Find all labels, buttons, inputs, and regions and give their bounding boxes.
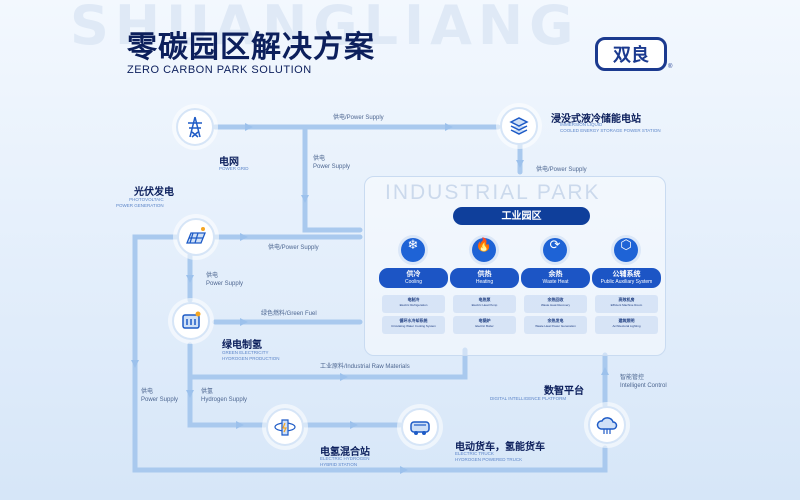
registered-mark: ®: [668, 64, 673, 70]
sub-en: Electric Heat Pump: [471, 303, 498, 307]
flow-label-grid-down: 供电 Power Supply: [313, 156, 351, 170]
solar-panel-icon: [186, 227, 206, 244]
category-en: Waste Heat: [542, 279, 569, 285]
flow-label-green-fuel: 绿色燃料/Green Fuel: [261, 311, 317, 317]
sub-en: Efficient Machine Room: [610, 303, 643, 307]
flame-icon: 🔥: [472, 238, 496, 262]
node-photovoltaic: [177, 218, 215, 256]
sub-cn: 电制冷: [407, 297, 420, 302]
cloud-chip-icon: [596, 417, 618, 434]
sub-cn: 电锅炉: [478, 318, 491, 323]
cube-icon: ⬡: [614, 238, 638, 262]
category-en: Public Auxiliary System: [600, 279, 653, 285]
sub-cn: 高效机房: [618, 297, 635, 302]
flow-label-top: 供电/Power Supply: [333, 115, 384, 121]
flow-label-pv-down: 供电 Power Supply: [206, 273, 244, 287]
category-cn: 公辅系统: [612, 270, 641, 278]
sub-en: Waste Heat Power Generation: [535, 324, 576, 328]
station-label: 电氢混合站: [320, 447, 370, 458]
digital-label: 数智平台: [544, 386, 584, 397]
grid-label-en: POWER GRID: [219, 166, 249, 171]
flow-label-raw: 工业原料/Industrial Raw Materials: [320, 364, 410, 370]
pv-label-en: PHOTOVOLTAIC POWER GENERATION: [116, 197, 164, 208]
category-cn: 供热: [477, 270, 492, 278]
truck-icon: [410, 421, 430, 435]
node-power-grid: [176, 108, 214, 146]
sub-en: Electric Boiler: [475, 324, 494, 328]
node-trucks: [401, 408, 439, 446]
park-title-badge: 工业园区: [453, 207, 590, 225]
pv-label: 光伏发电: [134, 187, 174, 198]
hybrid-station-icon: [274, 419, 296, 436]
brand-logo: 双良: [595, 37, 667, 71]
node-digital-platform: [588, 406, 626, 444]
node-hybrid-station: [266, 408, 304, 446]
hydrogen-label-en: GREEN ELECTRICITY HYDROGEN PRODUCTION: [222, 350, 280, 361]
flow-grid-park: [302, 124, 363, 233]
category-cn: 余热: [548, 270, 563, 278]
category-en: Cooling: [405, 279, 422, 285]
battery-stack-icon: [509, 117, 529, 135]
brand-watermark: SHUANGLIANG: [70, 0, 580, 57]
flow-label-hydrogen: 供氢 Hydrogen Supply: [201, 389, 248, 403]
page-subtitle: ZERO CARBON PARK SOLUTION: [127, 64, 312, 76]
page-title: 零碳园区解决方案: [127, 30, 375, 65]
digital-label-en: DIGITAL INTELLIGENCE PLATFORM: [490, 396, 567, 401]
logo-text: 双良: [613, 45, 649, 66]
electrolyzer-icon: [182, 311, 201, 329]
grid-label: 电网: [219, 157, 239, 168]
truck-label: 电动货车，氢能货车: [455, 442, 545, 453]
sub-en: Architectural Lighting: [612, 324, 641, 328]
category-en: Heating: [475, 279, 494, 285]
station-label-en: ELECTRIC HYDROGEN HYBRID STATION: [320, 456, 370, 467]
snowflake-icon: ❄: [401, 238, 425, 262]
sub-en: Electric Refrigeration: [399, 303, 428, 307]
park-watermark: INDUSTRIAL PARK: [385, 181, 601, 204]
sub-cn: 循环水冷却系统: [399, 318, 428, 323]
recycle-icon: ⟳: [543, 238, 567, 262]
flow-label-left: 供电 Power Supply: [141, 389, 179, 403]
sub-en: Circulating Water Cooling System: [391, 324, 436, 328]
flow-left-loop: [132, 234, 608, 473]
storage-label-en: IMMERSION LIQUID COOLED ENERGY STORAGE P…: [560, 122, 661, 133]
sub-cn: 余热发电: [547, 318, 564, 323]
flow-label-pv: 供电/Power Supply: [268, 245, 319, 251]
sub-cn: 电热泵: [478, 297, 491, 302]
node-energy-storage: [500, 107, 538, 145]
storage-label: 浸没式液冷储能电站: [551, 114, 641, 125]
hydrogen-label: 绿电制氢: [222, 340, 262, 351]
sub-cn: 建筑照明: [618, 318, 635, 323]
sub-en: Waste Heat Recovery: [540, 303, 571, 307]
power-tower-icon: [188, 116, 202, 138]
flow-label-storage: 供电/Power Supply: [536, 167, 587, 173]
truck-label-en: ELECTRIC TRUCK HYDROGEN POWERED TRUCK: [455, 451, 523, 462]
sub-cn: 余热回收: [547, 297, 564, 302]
flow-label-control: 智能管控 Intelligent Control: [620, 375, 667, 389]
category-cn: 供冷: [406, 270, 421, 278]
node-green-hydrogen: [172, 302, 210, 340]
